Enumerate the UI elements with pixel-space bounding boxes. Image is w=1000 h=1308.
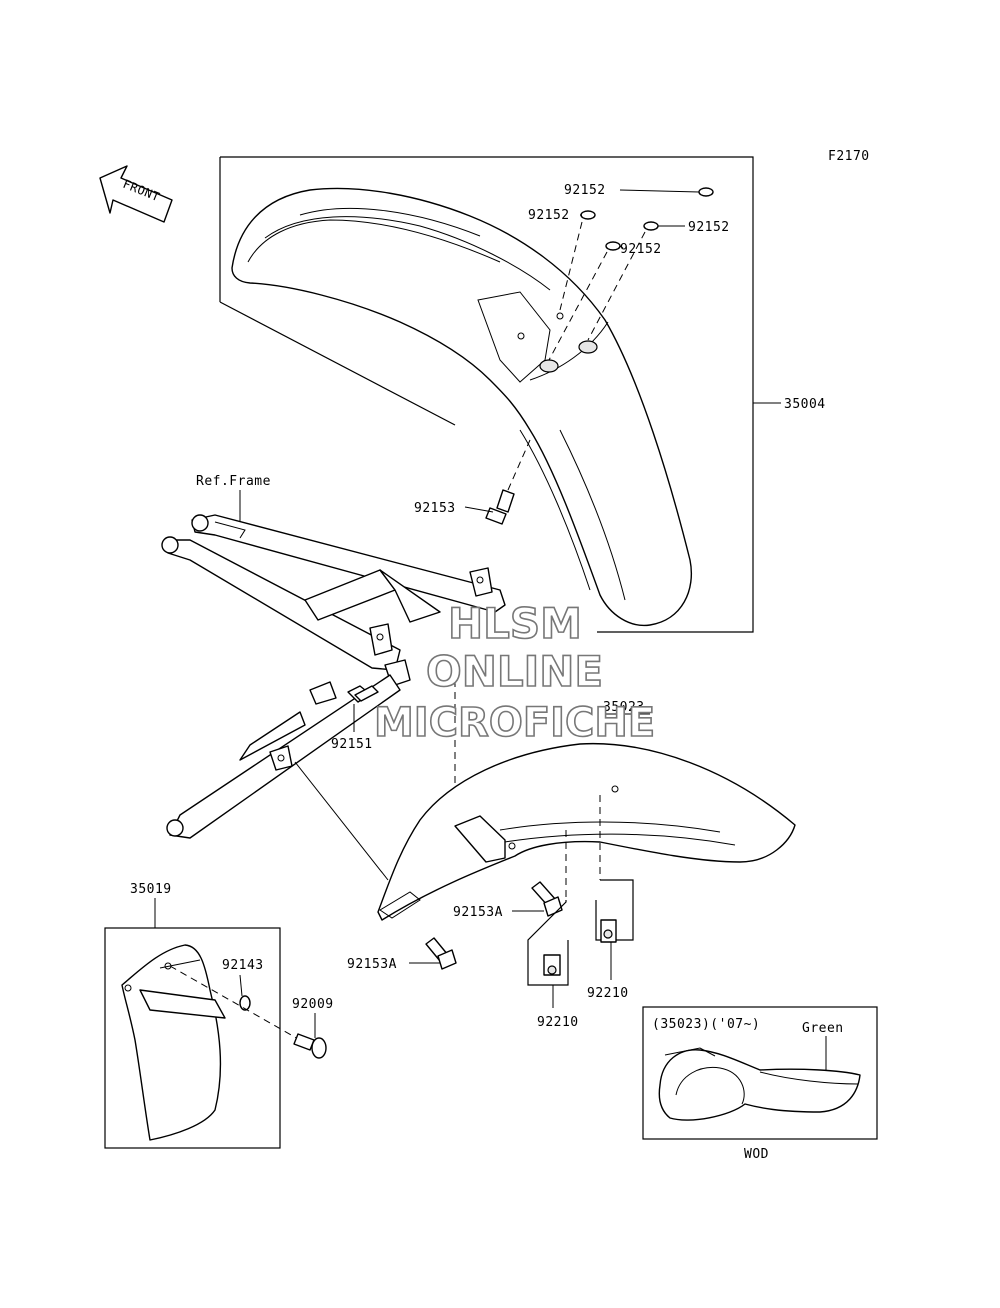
label-92153a-lower: 92153A bbox=[347, 957, 397, 972]
label-35004: 35004 bbox=[784, 397, 826, 412]
bolt-icon bbox=[425, 937, 457, 970]
washer-icon bbox=[239, 995, 251, 1011]
label-35023: 35023 bbox=[603, 700, 645, 715]
label-92009: 92009 bbox=[292, 997, 334, 1012]
subframe-drawing bbox=[161, 514, 506, 839]
inset-title: (35023)('07~) bbox=[652, 1017, 760, 1032]
svg-text:HLSM: HLSM bbox=[448, 599, 582, 648]
inset-color-label: Green bbox=[802, 1021, 844, 1036]
screw-icon bbox=[293, 1033, 327, 1059]
svg-text:ONLINE: ONLINE bbox=[426, 647, 603, 696]
bolt-icon bbox=[485, 489, 515, 525]
flap-drawing bbox=[121, 944, 226, 1141]
label-92152-c: 92152 bbox=[688, 220, 730, 235]
bolt-icon bbox=[531, 881, 563, 917]
label-92151: 92151 bbox=[331, 737, 373, 752]
rear-fender-drawing bbox=[377, 742, 796, 921]
label-92153a-upper: 92153A bbox=[453, 905, 503, 920]
front-fender-group-box bbox=[220, 156, 754, 633]
watermark: HLSM ONLINE MICROFICHE bbox=[373, 598, 656, 747]
inset-rear-fender-drawing bbox=[658, 1047, 861, 1121]
svg-text:MICROFICHE: MICROFICHE bbox=[374, 700, 655, 746]
clip-nut-icon bbox=[543, 919, 617, 976]
label-92152-b: 92152 bbox=[528, 208, 570, 223]
label-92143: 92143 bbox=[222, 958, 264, 973]
figure-code: F2170 bbox=[828, 149, 870, 164]
label-35019: 35019 bbox=[130, 882, 172, 897]
inset-model-label: WOD bbox=[744, 1147, 769, 1162]
flap-group-box bbox=[104, 927, 281, 1149]
front-fender-drawing bbox=[231, 187, 692, 627]
label-92152-d: 92152 bbox=[620, 242, 662, 257]
inset-variant-box bbox=[642, 1006, 878, 1140]
ref-frame-label: Ref.Frame bbox=[196, 474, 271, 489]
bolt-icon bbox=[347, 685, 379, 703]
label-92152-a: 92152 bbox=[564, 183, 606, 198]
label-92153: 92153 bbox=[414, 501, 456, 516]
label-92210-right: 92210 bbox=[587, 986, 629, 1001]
label-92210-left: 92210 bbox=[537, 1015, 579, 1030]
front-direction-arrow-icon: FRONT bbox=[99, 165, 173, 223]
